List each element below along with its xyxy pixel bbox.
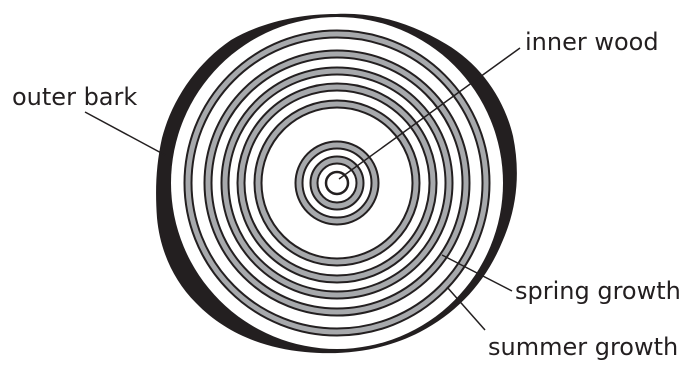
label-inner-wood: inner wood [525,30,659,54]
label-summer-growth: summer growth [488,335,678,359]
leader-line-outer-bark [85,112,165,155]
label-outer-bark: outer bark [12,85,137,109]
label-spring-growth: spring growth [515,279,681,303]
